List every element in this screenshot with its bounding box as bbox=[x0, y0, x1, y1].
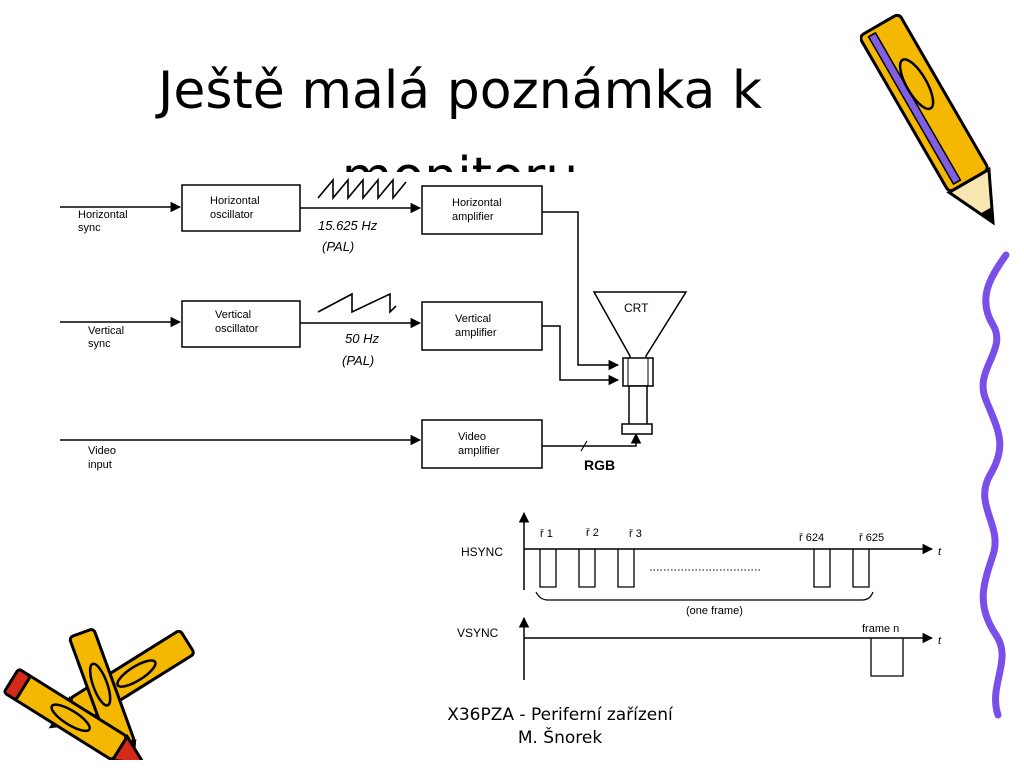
timing-diagram: HSYNC t ř 1 ř 2 ř 3 ř 624 ř 625 (one fra… bbox=[457, 511, 942, 680]
v-sync-label-2: sync bbox=[88, 338, 111, 350]
pencil-2-mark bbox=[116, 659, 157, 688]
h-sawtooth-waveform bbox=[317, 177, 407, 201]
hsync-pulse-1 bbox=[539, 549, 557, 588]
hsync-label: HSYNC bbox=[461, 545, 503, 559]
h-standard-label: (PAL) bbox=[322, 239, 354, 254]
squiggle-border-decoration bbox=[979, 251, 1010, 719]
horizontal-amplifier-label-2: amplifier bbox=[452, 211, 494, 223]
frame-span-bracket bbox=[535, 591, 874, 601]
block-diagram: Horizontal sync Horizontal oscillator 15… bbox=[60, 177, 688, 473]
pencil-lead bbox=[979, 206, 993, 223]
slide-title: Ještě malá poznámka k monitoru bbox=[158, 61, 762, 172]
rgb-bus-slash bbox=[580, 440, 588, 452]
video-amplifier-block bbox=[421, 419, 543, 469]
vertical-oscillator-block bbox=[181, 300, 301, 348]
footer-course: X36PZA - Periferní zařízení bbox=[447, 705, 673, 725]
vsync-pulse bbox=[870, 638, 904, 677]
video-input-label-2: input bbox=[88, 459, 112, 471]
pencil-decoration-top-right bbox=[860, 13, 995, 226]
hsync-t-label: t bbox=[938, 546, 942, 558]
h-frequency-label: 15.625 Hz bbox=[318, 218, 378, 233]
pencil-ellipse-mark bbox=[898, 58, 935, 111]
crt-electron-gun bbox=[621, 423, 653, 435]
horizontal-amplifier-block bbox=[421, 185, 543, 235]
vertical-oscillator-label-2: oscillator bbox=[215, 323, 259, 335]
vertical-amplifier-label-1: Vertical bbox=[455, 313, 491, 325]
pencil-4-eraser bbox=[3, 668, 31, 701]
squiggle-line bbox=[979, 251, 1010, 719]
vsync-t-label: t bbox=[938, 635, 942, 647]
frame-span-label: (one frame) bbox=[686, 605, 743, 617]
hsync-pulse-625 bbox=[852, 549, 870, 588]
hsync-pulse-2 bbox=[578, 549, 596, 588]
pencil-3-mark bbox=[88, 662, 112, 707]
frame-n-label: frame n bbox=[862, 623, 899, 635]
hsync-pulse-624 bbox=[813, 549, 831, 588]
pencil-4-tip bbox=[109, 733, 147, 760]
rgb-label: RGB bbox=[584, 457, 615, 473]
line-label-625: ř 625 bbox=[859, 532, 884, 544]
horizontal-oscillator-block bbox=[181, 184, 301, 232]
line-label-624: ř 624 bbox=[799, 532, 824, 544]
h-sync-label-1: Horizontal bbox=[78, 209, 128, 221]
pencil-stripe bbox=[867, 31, 962, 186]
video-input-label-1: Video bbox=[88, 445, 116, 457]
pencils-decoration-bottom-left bbox=[3, 628, 195, 760]
h-amp-to-crt-arrow bbox=[542, 211, 620, 371]
v-amp-to-crt-arrow bbox=[542, 325, 620, 386]
horizontal-oscillator-label-1: Horizontal bbox=[210, 195, 260, 207]
horizontal-amplifier-label-1: Horizontal bbox=[452, 197, 502, 209]
crt-label: CRT bbox=[624, 301, 649, 315]
slide-footer: X36PZA - Periferní zařízení M. Šnorek bbox=[380, 704, 740, 750]
v-sawtooth-waveform bbox=[317, 292, 397, 314]
crt-neck bbox=[628, 385, 648, 427]
vertical-amplifier-label-2: amplifier bbox=[455, 327, 497, 339]
title-area: Ještě malá poznámka k monitoru bbox=[0, 0, 1024, 172]
vertical-oscillator-label-1: Vertical bbox=[215, 309, 251, 321]
pencil-tip bbox=[946, 166, 995, 226]
pencil-4-mark bbox=[50, 703, 91, 733]
hsync-pulse-3 bbox=[617, 549, 635, 588]
line-label-1: ř 1 bbox=[540, 528, 553, 540]
video-amplifier-label-1: Video bbox=[458, 431, 486, 443]
video-amp-to-crt-arrow bbox=[542, 432, 642, 447]
horizontal-oscillator-label-2: oscillator bbox=[210, 209, 254, 221]
h-sync-label-2: sync bbox=[78, 222, 101, 234]
vertical-amplifier-block bbox=[421, 301, 543, 351]
video-amplifier-label-2: amplifier bbox=[458, 445, 500, 457]
v-frequency-label: 50 Hz bbox=[345, 331, 379, 346]
line-label-2: ř 2 bbox=[586, 527, 599, 539]
v-sync-label-1: Vertical bbox=[88, 325, 124, 337]
line-label-3: ř 3 bbox=[629, 528, 642, 540]
vsync-label: VSYNC bbox=[457, 626, 499, 640]
footer-author: M. Šnorek bbox=[517, 728, 603, 748]
v-standard-label: (PAL) bbox=[342, 353, 374, 368]
